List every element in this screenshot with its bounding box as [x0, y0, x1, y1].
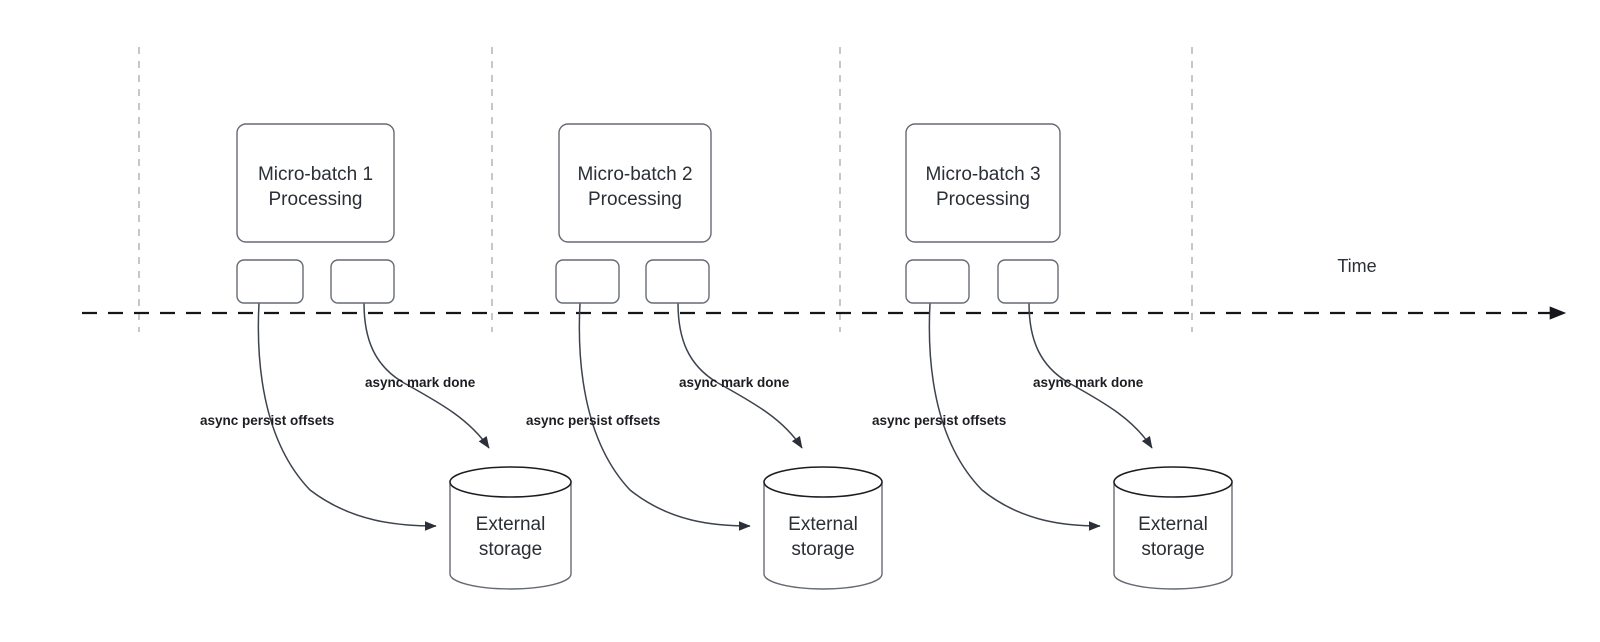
external-storage-subtitle: storage [479, 539, 542, 560]
micro-batch-box[interactable] [236, 123, 395, 243]
mark-done-task[interactable] [997, 259, 1059, 304]
external-storage-cylinder-top [449, 466, 572, 498]
time-axis: Time [82, 256, 1567, 320]
persist-offsets-task[interactable] [236, 259, 304, 304]
external-storage-cylinder-top [1113, 466, 1233, 498]
async-mark-done-label: async mark done [365, 375, 476, 390]
persist-offsets-edge [578, 302, 751, 531]
external-storage-cylinder-body[interactable] [449, 481, 572, 590]
external-storage-cylinder-top [763, 466, 883, 498]
mark-done-task[interactable] [330, 259, 395, 304]
external-storage-subtitle: storage [791, 539, 854, 560]
persist-offsets-task[interactable] [555, 259, 620, 304]
external-storage-title: External [1138, 514, 1208, 535]
time-axis-label: Time [1337, 256, 1376, 276]
external-storage-cylinder-body[interactable] [763, 481, 883, 590]
persist-offsets-task[interactable] [905, 259, 970, 304]
external-storage-title: External [476, 514, 546, 535]
mark-done-edge [1028, 302, 1153, 449]
async-persist-offsets-label: async persist offsets [872, 413, 1006, 428]
micro-batch-title: Micro-batch 2 [577, 164, 692, 185]
external-storage-title: External [788, 514, 858, 535]
async-mark-done-label: async mark done [1033, 375, 1144, 390]
micro-batch-subtitle: Processing [269, 189, 363, 210]
mark-done-edge [677, 302, 803, 449]
micro-batch-title: Micro-batch 1 [258, 164, 373, 185]
async-persist-offsets-label: async persist offsets [200, 413, 334, 428]
micro-batch-box[interactable] [905, 123, 1061, 243]
persist-offsets-edge [257, 302, 437, 531]
external-storage-cylinder-body[interactable] [1113, 481, 1233, 590]
async-persist-offsets-label: async persist offsets [526, 413, 660, 428]
mark-done-edge [363, 302, 490, 449]
persist-offsets-edge [928, 302, 1101, 531]
period-dividers [138, 47, 1193, 332]
micro-batch-subtitle: Processing [936, 189, 1030, 210]
micro-batch-subtitle: Processing [588, 189, 682, 210]
async-mark-done-label: async mark done [679, 375, 790, 390]
mark-done-task[interactable] [645, 259, 710, 304]
external-storage-subtitle: storage [1141, 539, 1204, 560]
micro-batch-title: Micro-batch 3 [925, 164, 1040, 185]
micro-batch-box[interactable] [558, 123, 712, 243]
